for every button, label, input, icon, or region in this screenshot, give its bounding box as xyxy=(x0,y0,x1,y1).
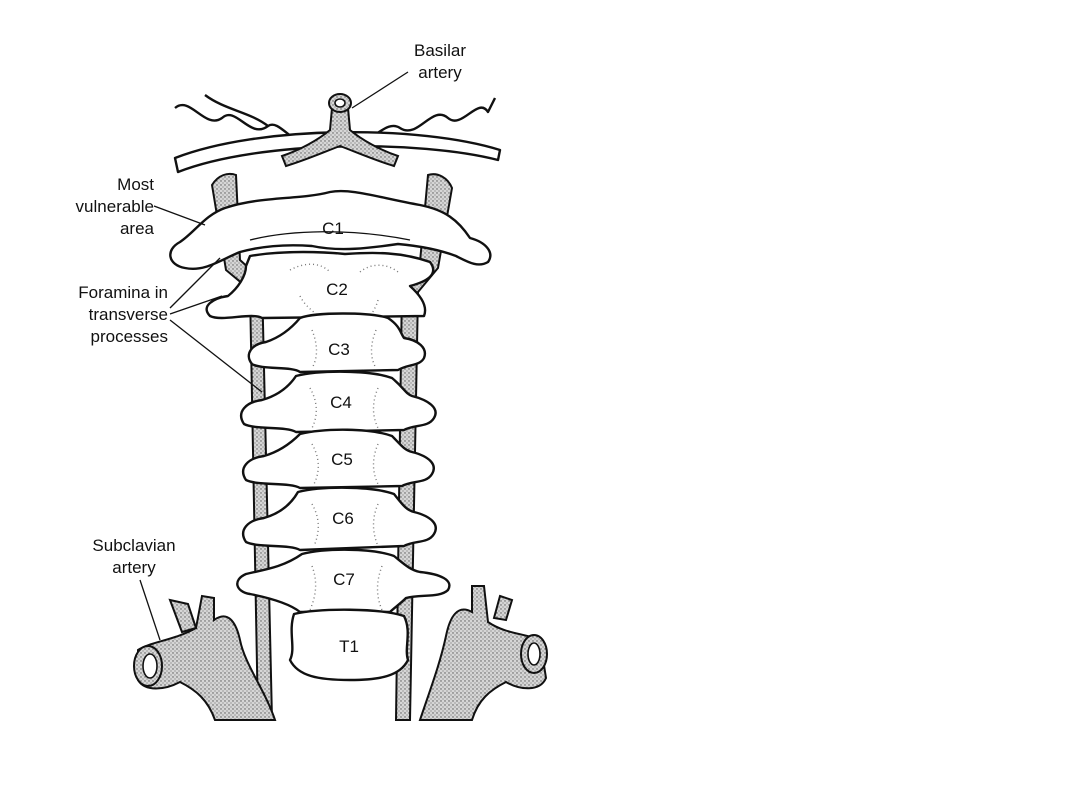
vertebra-c7 xyxy=(236,548,451,614)
label-most-vulnerable-area: Most vulnerable area xyxy=(75,175,154,238)
label-t1: T1 xyxy=(339,637,359,656)
label-c2: C2 xyxy=(326,280,348,299)
vertebra-c1 xyxy=(169,189,492,270)
leader-foramina-2 xyxy=(169,295,223,315)
label-subclavian-artery: Subclavian artery xyxy=(92,536,176,577)
vertebra-c6 xyxy=(242,486,437,552)
vertebra-c2 xyxy=(205,250,435,320)
leader-basilar xyxy=(351,71,409,109)
label-c1: C1 xyxy=(322,219,344,238)
label-c3: C3 xyxy=(328,340,350,359)
right-subclavian-artery xyxy=(418,585,548,721)
vertebra-c5 xyxy=(242,428,435,490)
vertebra-t1 xyxy=(288,608,410,682)
leader-foramina-3 xyxy=(169,319,263,393)
leader-lines xyxy=(139,71,409,641)
label-c6: C6 xyxy=(332,509,354,528)
label-foramina: Foramina in transverse processes xyxy=(78,283,168,346)
left-subclavian-artery xyxy=(133,594,277,721)
label-c7: C7 xyxy=(333,570,355,589)
vertebra-c3 xyxy=(247,312,427,374)
leader-subclavian xyxy=(139,579,161,641)
vertebra-c4 xyxy=(240,370,437,434)
leader-foramina-1 xyxy=(169,257,221,309)
label-c4: C4 xyxy=(330,393,352,412)
basilar-artery xyxy=(280,93,400,168)
label-c5: C5 xyxy=(331,450,353,469)
label-basilar-artery: Basilar artery xyxy=(414,41,466,82)
leader-vulnerable xyxy=(153,205,206,226)
